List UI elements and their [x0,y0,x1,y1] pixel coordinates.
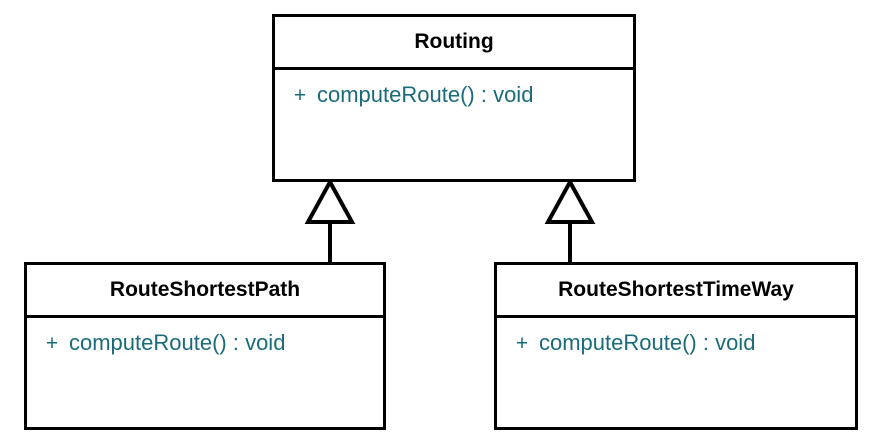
class-name-routeshortesttimeway: RouteShortestTimeWay [497,265,855,318]
operation-signature: computeRoute() : void [539,330,756,355]
operations-compartment-routing: + computeRoute() : void [275,70,633,111]
class-box-routeshortestpath[interactable]: RouteShortestPath + computeRoute() : voi… [24,262,386,430]
operations-compartment-routeshortestpath: + computeRoute() : void [27,318,383,359]
operation-row[interactable]: + computeRoute() : void [497,328,855,359]
visibility-marker: + [293,84,307,107]
generalization-arrow-routeshortestpath [304,177,356,262]
generalization-arrow-routeshortesttimeway [544,177,596,262]
class-box-routing[interactable]: Routing + computeRoute() : void [272,14,636,182]
hollow-triangle-arrowhead-right [544,177,596,224]
hollow-triangle-arrowhead-left [304,177,356,224]
operation-signature: computeRoute() : void [317,82,534,107]
visibility-marker: + [45,332,59,355]
class-box-routeshortesttimeway[interactable]: RouteShortestTimeWay + computeRoute() : … [494,262,858,430]
visibility-marker: + [515,332,529,355]
operation-signature: computeRoute() : void [69,330,286,355]
operation-row[interactable]: + computeRoute() : void [275,80,633,111]
class-name-routing: Routing [275,17,633,70]
operations-compartment-routeshortesttimeway: + computeRoute() : void [497,318,855,359]
operation-row[interactable]: + computeRoute() : void [27,328,383,359]
class-name-routeshortestpath: RouteShortestPath [27,265,383,318]
